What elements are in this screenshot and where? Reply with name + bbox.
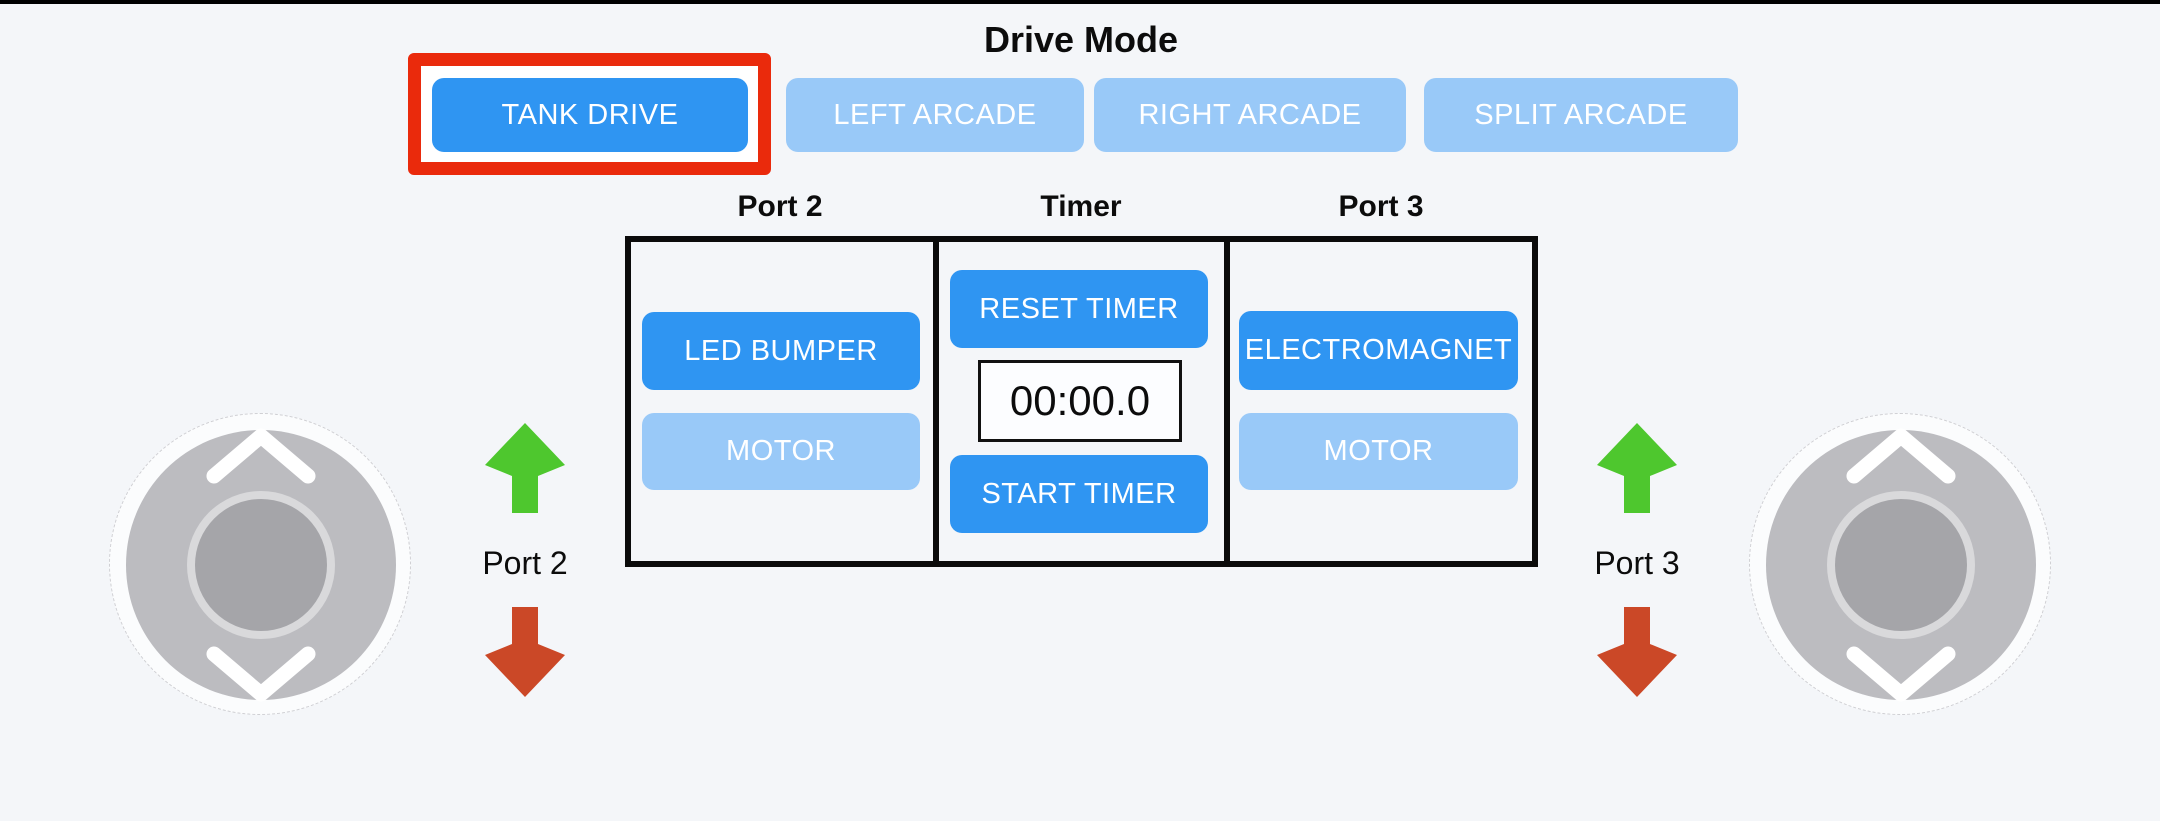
split-arcade-button[interactable]: SPLIT ARCADE	[1424, 78, 1738, 152]
right-joystick-graphic	[1766, 428, 2036, 702]
port3-reverse-arrow-icon	[1597, 607, 1677, 697]
start-timer-button[interactable]: START TIMER	[950, 455, 1208, 533]
port2-section-header: Port 2	[737, 190, 823, 223]
port2-reverse-arrow-icon	[485, 607, 565, 697]
chevron-down-icon	[1846, 646, 1956, 702]
port2-forward-arrow-icon	[485, 423, 565, 513]
port3-joystick-label: Port 3	[1594, 545, 1680, 581]
panel-divider-left	[933, 236, 939, 567]
right-joystick[interactable]	[1749, 413, 2051, 715]
window-top-border	[0, 0, 2160, 4]
port2-joystick-label: Port 2	[482, 545, 568, 581]
joystick-knob	[1835, 499, 1967, 631]
tank-drive-button[interactable]: TANK DRIVE	[432, 78, 748, 152]
port3-motor-button[interactable]: MOTOR	[1239, 413, 1518, 490]
chevron-up-icon	[1846, 428, 1956, 484]
electromagnet-button[interactable]: ELECTROMAGNET	[1239, 311, 1518, 390]
timer-section-header: Timer	[1040, 190, 1122, 223]
timer-display: 00:00.0	[978, 360, 1182, 442]
left-joystick-graphic	[126, 428, 396, 702]
reset-timer-button[interactable]: RESET TIMER	[950, 270, 1208, 348]
joystick-knob	[195, 499, 327, 631]
right-arcade-button[interactable]: RIGHT ARCADE	[1094, 78, 1406, 152]
led-bumper-button[interactable]: LED BUMPER	[642, 312, 920, 390]
chevron-down-icon	[206, 646, 316, 702]
port3-section-header: Port 3	[1338, 190, 1424, 223]
chevron-up-icon	[206, 428, 316, 484]
port2-motor-button[interactable]: MOTOR	[642, 413, 920, 490]
page-title: Drive Mode	[983, 19, 1179, 60]
left-joystick[interactable]	[109, 413, 411, 715]
port3-forward-arrow-icon	[1597, 423, 1677, 513]
control-panel	[625, 236, 1538, 567]
panel-divider-right	[1224, 236, 1230, 567]
left-arcade-button[interactable]: LEFT ARCADE	[786, 78, 1084, 152]
